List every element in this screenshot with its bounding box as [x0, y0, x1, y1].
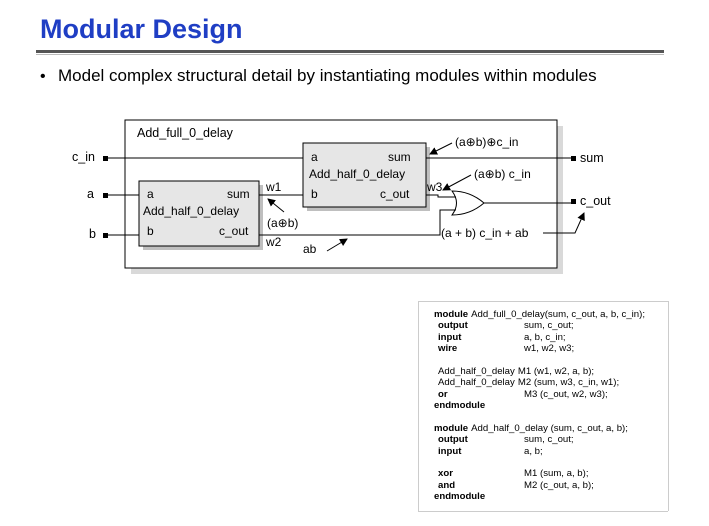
w3-expression: (a⊕b) c_in: [474, 167, 531, 181]
wires: [108, 157, 571, 236]
code-keyword: input: [438, 331, 462, 343]
bullet-text: Model complex structural detail by insta…: [58, 66, 597, 85]
code-keyword: Add_half_0_delay: [438, 365, 515, 377]
code-line: endmodule: [434, 400, 645, 411]
code-argument: Add_full_0_delay(sum, c_out, a, b, c_in)…: [471, 309, 645, 320]
code-argument: sum, c_out;: [524, 320, 574, 332]
wire-w3-label: w3: [426, 180, 443, 194]
code-blank-line: [434, 457, 645, 468]
code-keyword: or: [438, 388, 448, 400]
code-line: or M3 (c_out, w2, w3);: [434, 389, 645, 400]
half-bottom-sum: sum: [227, 187, 250, 201]
or-gate: [451, 190, 485, 216]
port-c-in-label: c_in: [72, 150, 95, 164]
half-top-a: a: [311, 150, 318, 164]
code-blank-line: [434, 355, 645, 366]
code-argument: Add_half_0_delay (sum, c_out, a, b);: [471, 422, 628, 434]
code-line: output sum, c_out;: [434, 434, 645, 445]
code-keyword: input: [438, 445, 462, 457]
code-panel-border-left: [418, 301, 419, 511]
code-panel-border-top: [418, 301, 668, 302]
port-b: [103, 233, 108, 238]
code-blank-line: [434, 412, 645, 423]
ab-label: ab: [303, 242, 317, 256]
code-argument: a, b, c_in;: [524, 331, 566, 343]
half-top-name: Add_half_0_delay: [309, 167, 405, 181]
c-out-expression: (a + b) c_in + ab: [441, 226, 529, 240]
port-b-label: b: [89, 227, 96, 241]
half-top-b: b: [311, 187, 318, 201]
half-bottom-c-out: c_out: [219, 224, 249, 238]
w1-expression: (a⊕b): [267, 216, 298, 230]
code-argument: sum, c_out;: [524, 434, 574, 446]
code-argument: M2 (c_out, a, b);: [524, 479, 594, 491]
wire-w2-label: w2: [265, 235, 282, 249]
code-line: input a, b;: [434, 446, 645, 457]
annotation-arrows: [267, 142, 585, 252]
half-bottom-b: b: [147, 224, 154, 238]
code-line: output sum, c_out;: [434, 320, 645, 331]
half-adder-bottom: [138, 180, 260, 247]
code-line: input a, b, c_in;: [434, 332, 645, 343]
outer-module-label: Add_full_0_delay: [137, 126, 234, 140]
port-c-out: [571, 199, 576, 204]
code-line: wire w1, w2, w3;: [434, 343, 645, 354]
bullet-dot: •: [40, 68, 46, 85]
half-bottom-name: Add_half_0_delay: [143, 204, 239, 218]
code-keyword: wire: [438, 343, 458, 355]
code-line: and M2 (c_out, a, b);: [434, 480, 645, 491]
code-line: xor M1 (sum, a, b);: [434, 468, 645, 479]
port-a: [103, 193, 108, 198]
code-panel-border-right: [668, 301, 669, 511]
sum-expression: (a⊕b)⊕c_in: [455, 135, 518, 149]
code-keyword: endmodule: [434, 491, 486, 503]
half-adder-top: [302, 142, 427, 208]
port-sum: [571, 156, 576, 161]
code-keyword: output: [438, 434, 468, 446]
code-argument: M2 (sum, w3, c_in, w1);: [517, 377, 620, 389]
code-line: endmodule: [434, 491, 645, 502]
title-underline: [36, 50, 664, 53]
port-a-label: a: [87, 187, 94, 201]
code-keyword: and: [438, 479, 456, 491]
code-argument: M1 (sum, a, b);: [524, 468, 589, 480]
code-keyword: output: [438, 320, 468, 332]
code-keyword: module: [434, 422, 469, 434]
port-c-out-label: c_out: [580, 194, 611, 208]
code-argument: M1 (w1, w2, a, b);: [517, 365, 595, 377]
code-argument: M3 (c_out, w2, w3);: [524, 388, 608, 400]
wire-w1-label: w1: [265, 180, 282, 194]
port-c-in: [103, 156, 108, 161]
code-keyword: xor: [438, 468, 453, 480]
code-argument: w1, w2, w3;: [524, 343, 575, 355]
title-underline-shadow: [36, 54, 664, 55]
half-bottom-a: a: [147, 187, 154, 201]
code-panel-border-bottom: [418, 511, 668, 512]
code-argument: a, b;: [524, 445, 543, 457]
code-keyword: endmodule: [434, 400, 486, 412]
code-keyword: Add_half_0_delay: [438, 377, 515, 389]
half-top-sum: sum: [388, 150, 411, 164]
code-keyword: module: [434, 309, 469, 320]
port-sum-label: sum: [580, 151, 604, 165]
slide-title: Modular Design: [40, 14, 243, 44]
half-top-c-out: c_out: [380, 187, 410, 201]
